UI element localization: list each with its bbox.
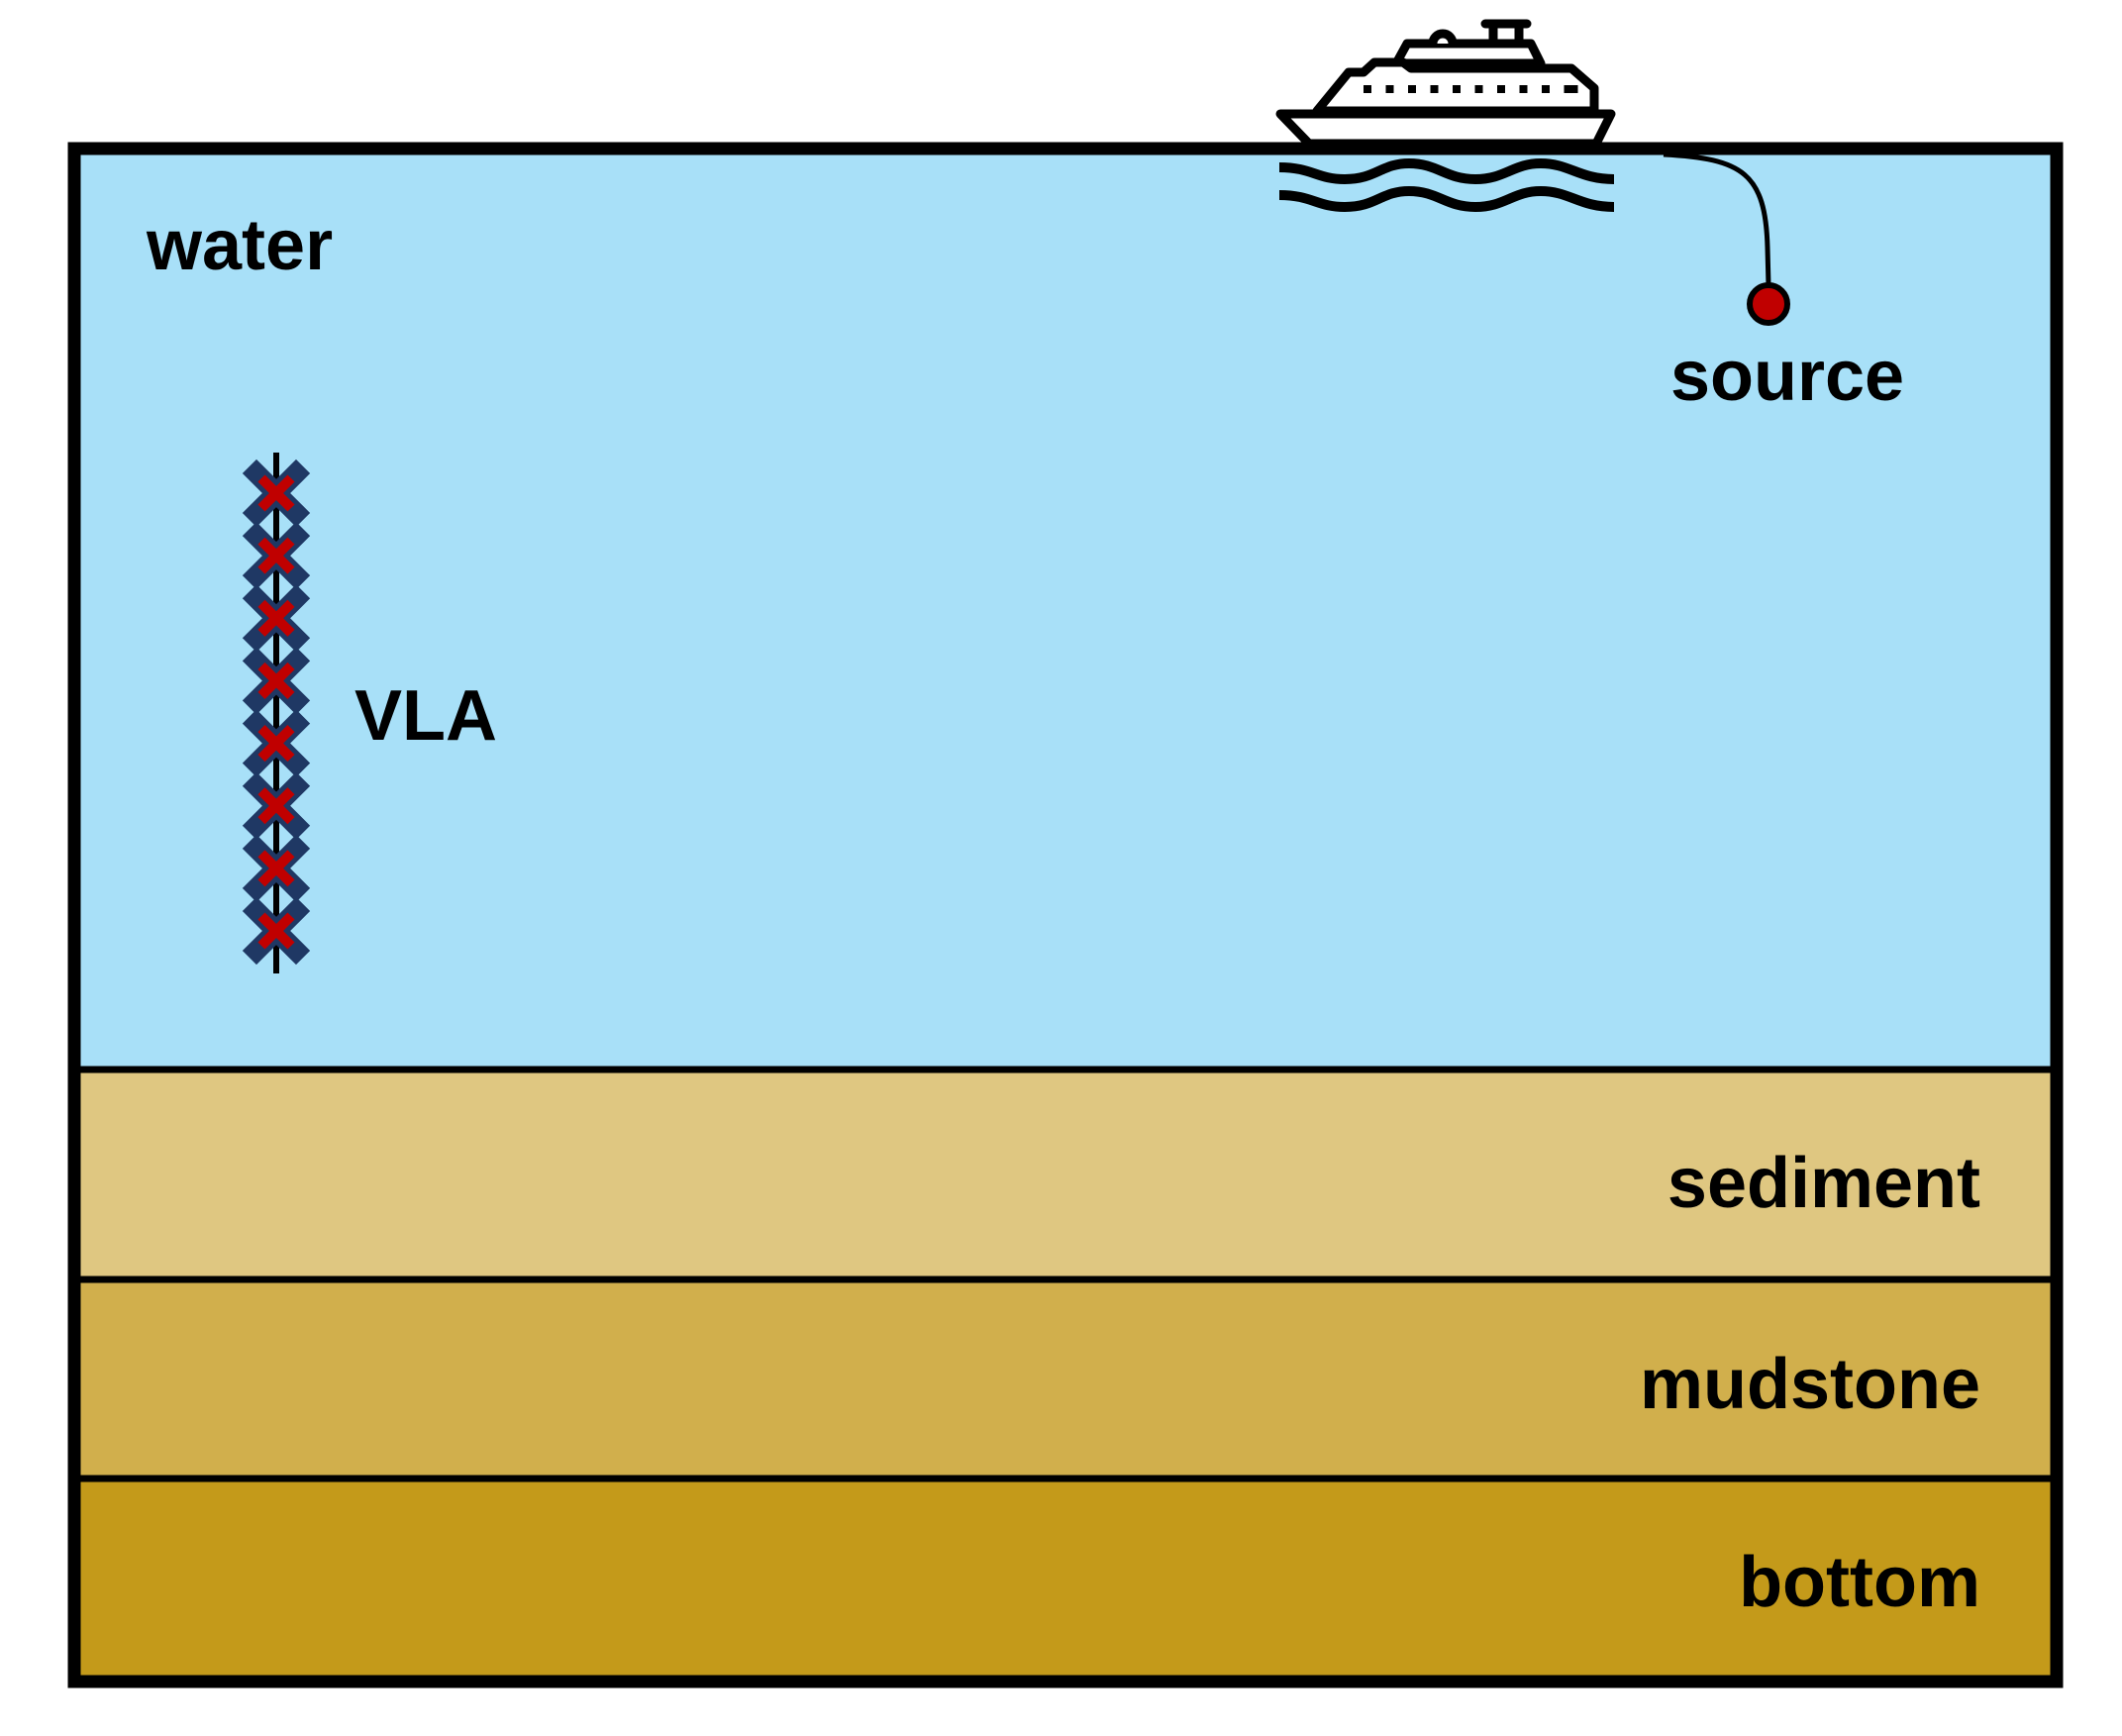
vla-element-x-cross-icon [242,459,311,528]
vla-element-x-cross-icon [242,522,311,590]
bottom-layer [74,1479,2057,1682]
bottom-label: bottom [1739,1543,1980,1622]
wave-row-1 [1278,157,1615,185]
wave-row-2 [1278,185,1615,213]
sediment-layer [74,1069,2057,1279]
mudstone-layer [74,1279,2057,1479]
ship-hull [1275,109,1616,149]
source-ball-icon [1747,282,1790,326]
ship-dome [1428,29,1458,49]
ship-window [1385,85,1394,93]
ship-window [1519,85,1528,93]
ship-window [1430,85,1439,93]
ship-window [1564,85,1578,93]
ship-windows [1364,85,1578,93]
vla-element-x-cross-icon [242,584,311,653]
mudstone-label: mudstone [1640,1345,1980,1424]
water-layer [74,149,2057,1069]
ship-upper-deck [1391,39,1546,68]
ship-window [1542,85,1550,93]
water-label: water [146,206,333,285]
source-label: source [1670,337,1904,416]
vla-element-x-cross-icon [242,834,311,902]
ship-window [1364,85,1371,93]
sediment-label: sediment [1667,1144,1980,1223]
ship-mast [1480,19,1532,49]
vla-element-x-cross-icon [242,896,311,966]
vla-element-x-cross-icon [242,771,311,840]
waveguide-frame [67,142,2064,1688]
ship-window [1497,85,1505,93]
vla-element-x-cross-icon [242,647,311,715]
waves-icon [1278,157,1615,213]
ship-window [1408,85,1416,93]
vla-elements [242,459,311,966]
vla-element-x-cross-icon [242,709,311,777]
ship-window [1453,85,1461,93]
ship-icon [1275,19,1616,149]
ship-window [1474,85,1483,93]
vla-label: VLA [354,676,497,756]
source-cable [1663,152,1771,286]
